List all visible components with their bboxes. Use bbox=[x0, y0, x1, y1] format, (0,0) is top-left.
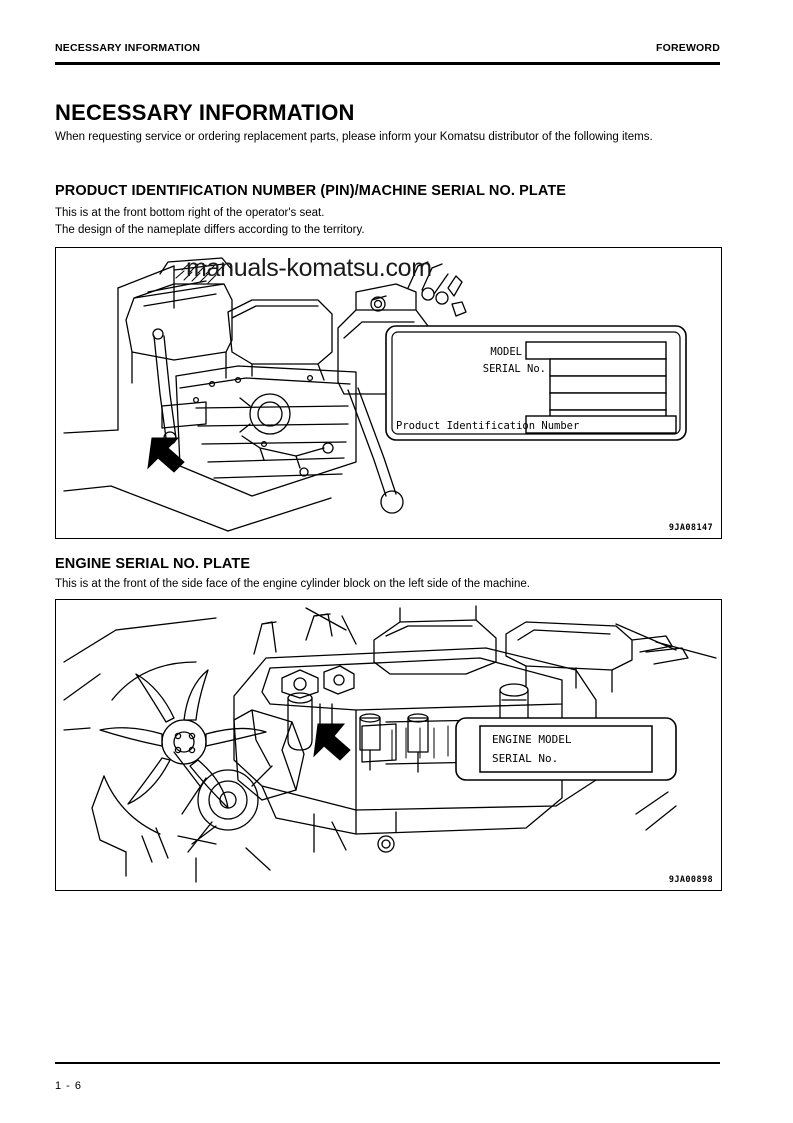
callout-arrow-icon bbox=[147, 437, 185, 473]
figure-pin-location: MODEL SERIAL No. Product Identification … bbox=[55, 247, 722, 539]
plate-model-label: MODEL bbox=[490, 346, 522, 358]
section-engine-line1: This is at the front of the side face of… bbox=[55, 578, 530, 590]
intro-paragraph: When requesting service or ordering repl… bbox=[55, 131, 653, 143]
section-heading-engine: ENGINE SERIAL NO. PLATE bbox=[55, 556, 251, 572]
header-chapter-title: FOREWORD bbox=[655, 42, 720, 54]
section-heading-pin: PRODUCT IDENTIFICATION NUMBER (PIN)/MACH… bbox=[55, 183, 567, 199]
operator-seat-illustration: MODEL SERIAL No. Product Identification … bbox=[63, 257, 687, 532]
page-title: NECESSARY INFORMATION bbox=[55, 100, 355, 125]
callout-arrow-icon bbox=[313, 723, 351, 761]
pin-nameplate-drawing: MODEL SERIAL No. Product Identification … bbox=[385, 325, 687, 441]
page-header: NECESSARY INFORMATION FOREWORD bbox=[55, 42, 720, 54]
figure-code-engine: 9JA00898 bbox=[668, 875, 713, 885]
figure-code-pin: 9JA08147 bbox=[668, 523, 713, 533]
plate-serial-label: SERIAL No. bbox=[483, 363, 546, 375]
plate-engine-serial-label: SERIAL No. bbox=[492, 752, 558, 765]
figure-engine-location: ENGINE MODEL SERIAL No. 9JA00898 bbox=[55, 599, 722, 891]
engine-illustration: ENGINE MODEL SERIAL No. bbox=[63, 605, 717, 883]
plate-engine-model-label: ENGINE MODEL bbox=[492, 733, 572, 746]
header-divider bbox=[55, 62, 720, 65]
engine-nameplate-drawing: ENGINE MODEL SERIAL No. bbox=[455, 717, 677, 781]
plate-pin-label: Product Identification Number bbox=[396, 420, 579, 432]
header-section-title: NECESSARY INFORMATION bbox=[55, 42, 201, 54]
footer-divider bbox=[55, 1062, 720, 1065]
page-number: 1 - 6 bbox=[55, 1080, 83, 1092]
section-pin-line2: The design of the nameplate differs acco… bbox=[55, 224, 365, 236]
watermark-text: manuals-komatsu.com bbox=[186, 254, 432, 282]
section-pin-line1: This is at the front bottom right of the… bbox=[55, 207, 325, 219]
